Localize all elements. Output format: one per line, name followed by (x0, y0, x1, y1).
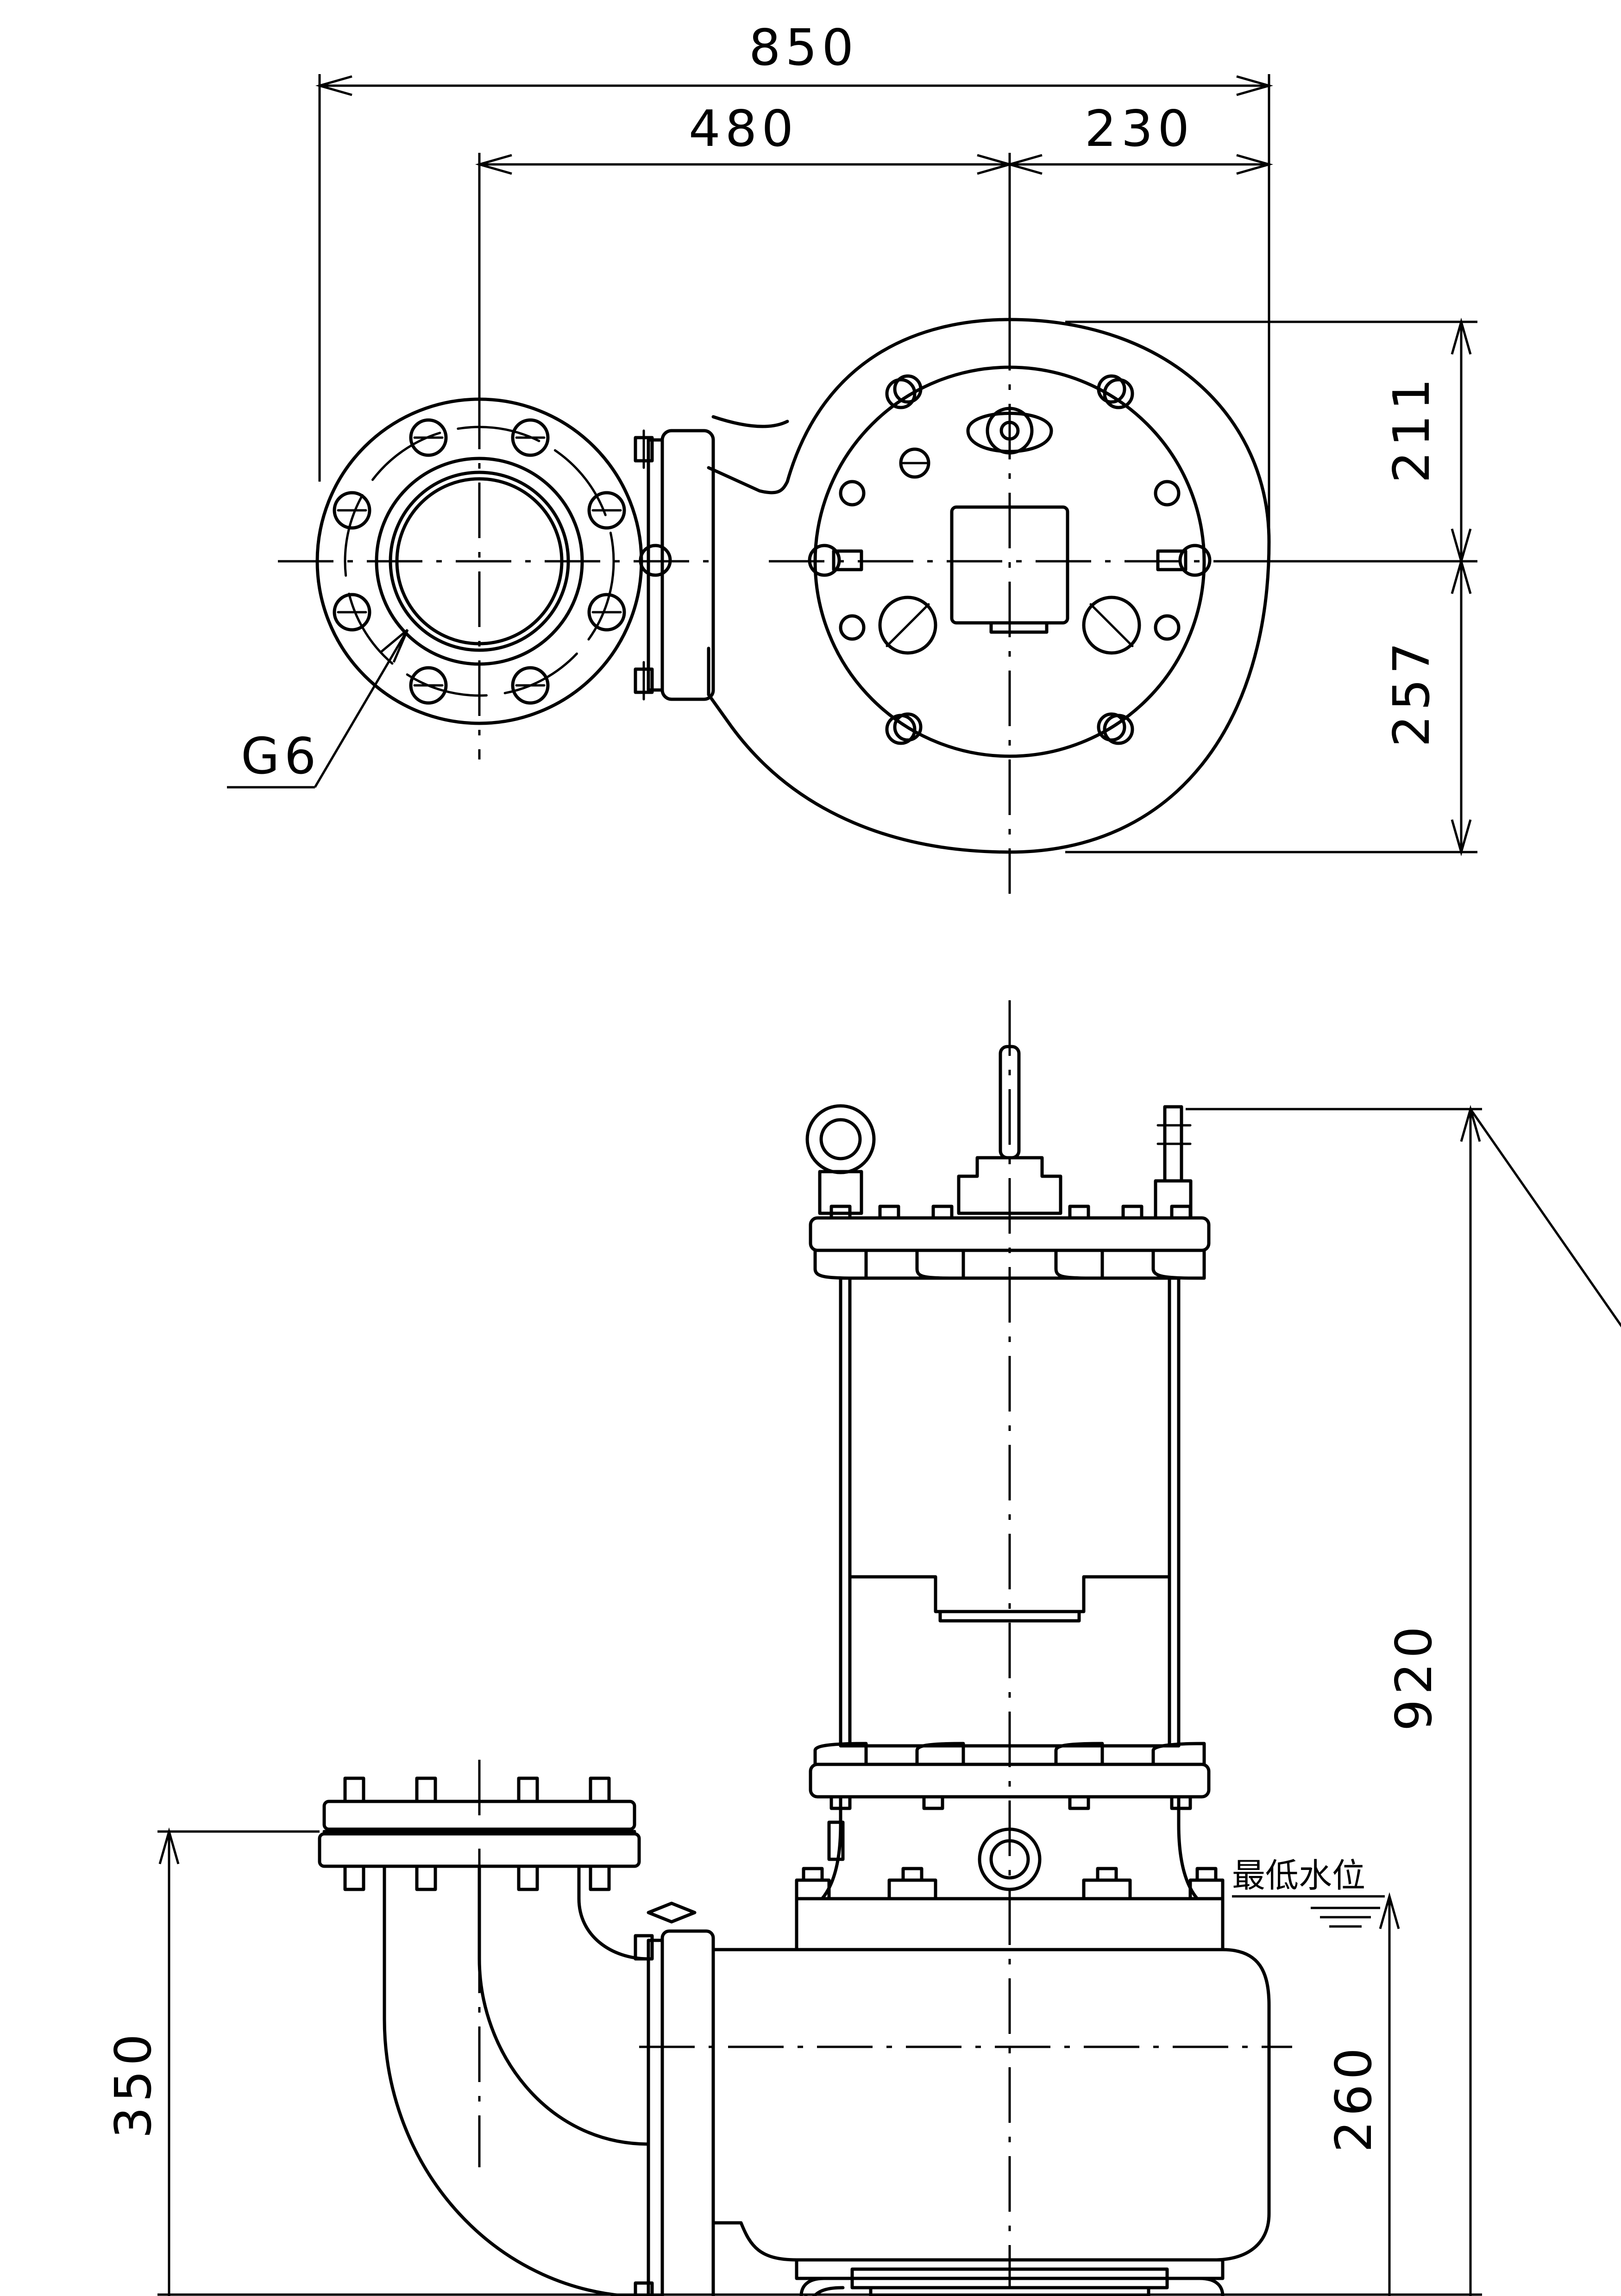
motor-bottom-flange (809, 1763, 1211, 1799)
volute-outline (707, 318, 1271, 854)
dim-min-water-level-height-label: 260 (1325, 2043, 1383, 2152)
flange-label: G6 (241, 728, 320, 785)
dim-center-to-edge-label: 230 (1085, 100, 1194, 158)
lifting-eye (805, 1104, 876, 1174)
pump-stand-feet (799, 2267, 1225, 2296)
dim-center-to-top-label: 211 (1383, 374, 1441, 483)
plan-view: 850 480 230 211 257 (227, 19, 1477, 894)
volute-body (711, 1948, 1271, 2262)
dimension-850: 850 (315, 19, 1274, 528)
min-water-level: 最低水位 (1232, 1856, 1385, 1928)
dim-discharge-height-label: 350 (105, 2029, 163, 2139)
min-water-level-label: 最低水位 (1232, 1856, 1365, 1895)
dim-flange-to-center-label: 480 (689, 100, 798, 158)
dimension-920: 920 (1186, 1104, 1621, 2296)
elevation-view: 最低水位 920 260 350 (105, 1000, 1621, 2296)
guide-flange-bolts (343, 1776, 611, 1891)
top-flange-bolts (829, 1204, 1192, 1220)
discharge-bend-pipe (383, 1864, 650, 2296)
motor-cover-details (808, 374, 1212, 745)
dimension-350: 350 (105, 1827, 320, 2296)
dimension-480-230: 480 230 (475, 100, 1274, 398)
dimension-260: 260 (1325, 1892, 1400, 2296)
dimension-211-257: 211 257 (1065, 317, 1477, 857)
dim-total-height-label: 920 (1385, 1622, 1443, 1731)
flange-bolt-heads (333, 418, 626, 705)
dim-overall-width-label: 850 (749, 19, 858, 77)
dim-center-to-bottom-label: 257 (1383, 638, 1441, 747)
flange-leader: G6 (227, 629, 409, 789)
discharge-flange-side (660, 1929, 715, 2296)
